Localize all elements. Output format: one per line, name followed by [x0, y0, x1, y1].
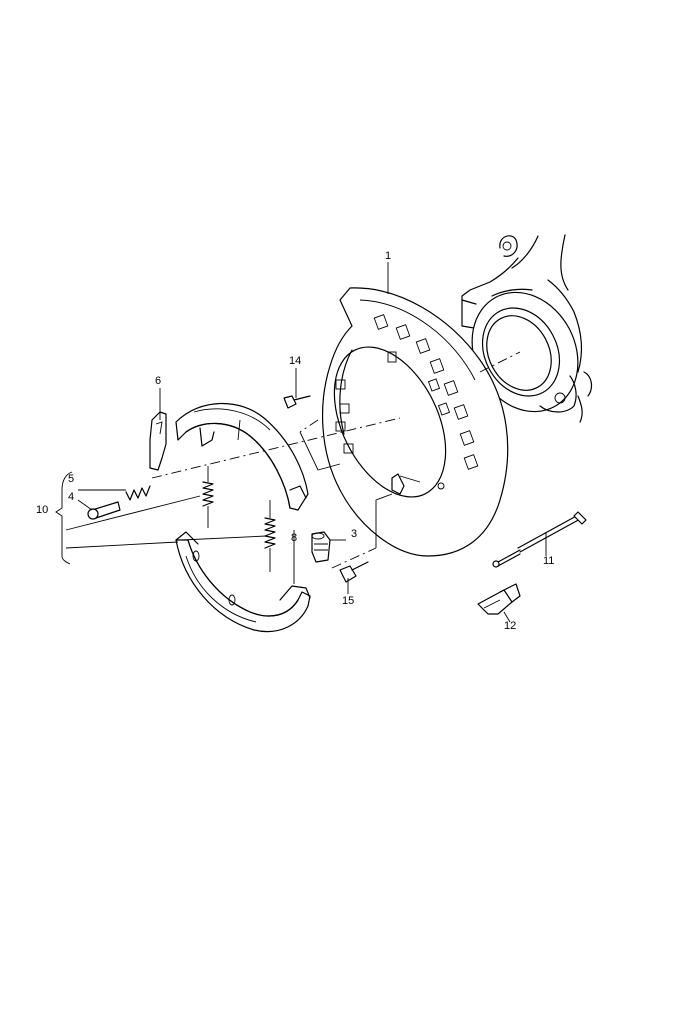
callout-10: 10 [36, 504, 48, 516]
wheel-hub-knuckle [461, 234, 593, 423]
callout-3: 3 [351, 528, 357, 540]
backing-plate-slots [335, 314, 479, 470]
cable-bracket [477, 583, 521, 615]
backing-plate [321, 287, 509, 557]
callout-1: 1 [385, 250, 391, 262]
callout-11: 11 [543, 555, 554, 567]
adjuster-wheel [311, 531, 331, 563]
bolt-15 [339, 561, 369, 583]
shoe-return-springs [202, 466, 276, 572]
upper-brake-shoe [175, 402, 309, 511]
callout-4: 4 [68, 491, 74, 503]
callout-labels: 1 14 6 5 4 10 8 3 11 15 12 [36, 250, 554, 632]
leader-lines [55, 262, 547, 623]
callout-12: 12 [504, 620, 516, 632]
center-lines [151, 351, 521, 569]
lower-brake-shoe [175, 531, 311, 633]
hold-down-clip [149, 411, 167, 471]
bolt-14 [283, 395, 311, 409]
callout-5: 5 [68, 473, 74, 485]
callout-6: 6 [155, 375, 161, 387]
parking-brake-cable [492, 511, 587, 568]
adjuster-pin-spring [87, 485, 151, 520]
callout-8: 8 [291, 532, 297, 544]
callout-15: 15 [342, 595, 354, 607]
callout-14: 14 [289, 355, 301, 367]
